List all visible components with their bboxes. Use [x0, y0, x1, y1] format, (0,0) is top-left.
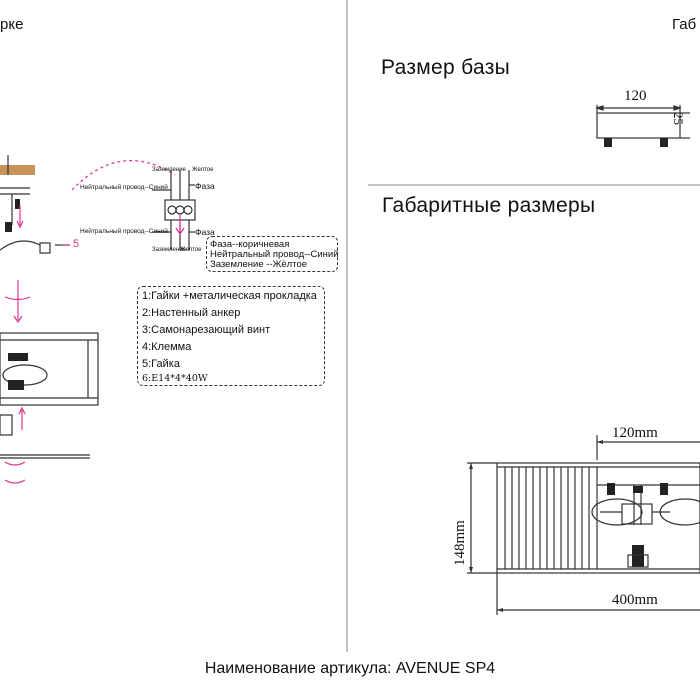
yellow-label-top: Желтое [192, 167, 214, 173]
socket-bottom [632, 545, 644, 567]
header-left-fragment: рке [0, 16, 24, 33]
yellow-label-bottom: Желтое [180, 247, 202, 253]
phase-label-top: Фаза [195, 181, 215, 191]
article-label: Наименование артикула: [204, 660, 392, 677]
base-height-label: 25 [671, 112, 686, 125]
parts-legend-item: 4:Клемма [142, 341, 192, 353]
clip-left [607, 483, 615, 495]
parts-legend: 1:Гайки +металическая прокладка 2:Настен… [137, 286, 325, 386]
wire-legend-item: Заземление --Жёлтое [210, 259, 308, 270]
overall-dimensions-drawing [467, 435, 700, 615]
neutral-wire-label-top: Нейтральный провод--Синий [80, 184, 168, 191]
base-width-label: 120 [624, 88, 647, 104]
socket-stem [627, 554, 649, 568]
overall-size-title: Габаритные размеры [382, 194, 596, 217]
parts-legend-item: 6:E14*4*40W [142, 373, 208, 384]
ground-label-top: Заземление [152, 167, 186, 173]
wire-legend-item: Фаза--коричневая [210, 239, 290, 250]
pink-arrows [4, 205, 70, 484]
clip-right [660, 483, 668, 495]
callout-number-5: 5 [73, 238, 80, 250]
screw [5, 222, 12, 232]
base-size-title: Размер базы [381, 56, 511, 79]
article-value: AVENUE SP4 [395, 660, 496, 677]
overall-base-width-label: 120mm [612, 425, 658, 441]
wire-legend-item: Нейтральный провод--Синий [210, 249, 339, 260]
parts-legend-item: 3:Самонарезающий винт [142, 324, 271, 336]
base-foot-right [660, 138, 668, 147]
lamp-socket-lower [8, 380, 24, 390]
wire-color-legend: Фаза--коричневая Нейтральный провод--Син… [206, 236, 339, 272]
parts-legend-item: 5:Гайка [142, 358, 180, 370]
ground-label-bottom: Заземление [152, 247, 186, 253]
overall-height-label: 148mm [452, 520, 468, 566]
parts-legend-item: 2:Настенный анкер [142, 307, 241, 319]
wiring-diagram [71, 159, 196, 250]
header-right-fragment: Габ [672, 16, 697, 33]
base-size-drawing [595, 105, 690, 139]
pink-arrow-down [175, 215, 185, 236]
overall-length-label: 400mm [612, 592, 658, 608]
mounting-diagram [0, 155, 99, 459]
socket-top [633, 486, 643, 493]
parts-legend-item: 1:Гайки +металическая прокладка [142, 290, 317, 302]
phase-label-bottom: Фаза [195, 227, 215, 237]
wall-anchor [15, 199, 20, 209]
base-foot-left [604, 138, 612, 147]
neutral-wire-label-bottom: Нейтральный провод--Синий [80, 228, 168, 235]
lamp-socket [8, 353, 28, 361]
article-name: Наименование артикула: AVENUE SP4 [0, 660, 700, 678]
